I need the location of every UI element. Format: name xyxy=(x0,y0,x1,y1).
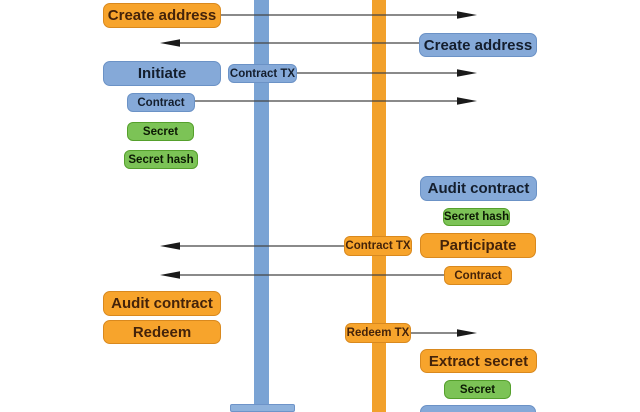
arrow-redeem-tx-to-right xyxy=(411,329,477,337)
label-secret-left: Secret xyxy=(127,122,194,141)
step-extract-secret: Extract secret xyxy=(420,349,537,373)
step-redeem-left: Redeem xyxy=(103,320,221,344)
label-contract-tx-right: Contract TX xyxy=(344,236,412,256)
arrow-create-address-right-to-left xyxy=(160,39,419,47)
step-audit-contract-right: Audit contract xyxy=(420,176,537,201)
step-partial-bottom-right xyxy=(420,405,536,412)
step-create-address-left: Create address xyxy=(103,3,221,28)
arrow-create-address-left-to-right xyxy=(221,11,477,19)
step-audit-contract-left: Audit contract xyxy=(103,291,221,316)
step-initiate: Initiate xyxy=(103,61,221,86)
label-secret-right: Secret xyxy=(444,380,511,399)
arrow-contract-right-to-left xyxy=(160,271,444,279)
lifeline-right-chain xyxy=(372,0,386,412)
label-secret-hash-right: Secret hash xyxy=(443,208,510,226)
step-participate: Participate xyxy=(420,233,536,258)
arrow-contract-left-to-right xyxy=(195,97,477,105)
label-contract-right: Contract xyxy=(444,266,512,285)
label-secret-hash-left: Secret hash xyxy=(124,150,198,169)
arrow-contract-tx-right-to-left xyxy=(160,242,345,250)
label-contract-tx-left: Contract TX xyxy=(228,64,297,83)
label-contract-left: Contract xyxy=(127,93,195,112)
arrow-contract-tx-left-to-right xyxy=(297,69,477,77)
label-redeem-tx: Redeem TX xyxy=(345,323,411,343)
step-create-address-right: Create address xyxy=(419,33,537,57)
